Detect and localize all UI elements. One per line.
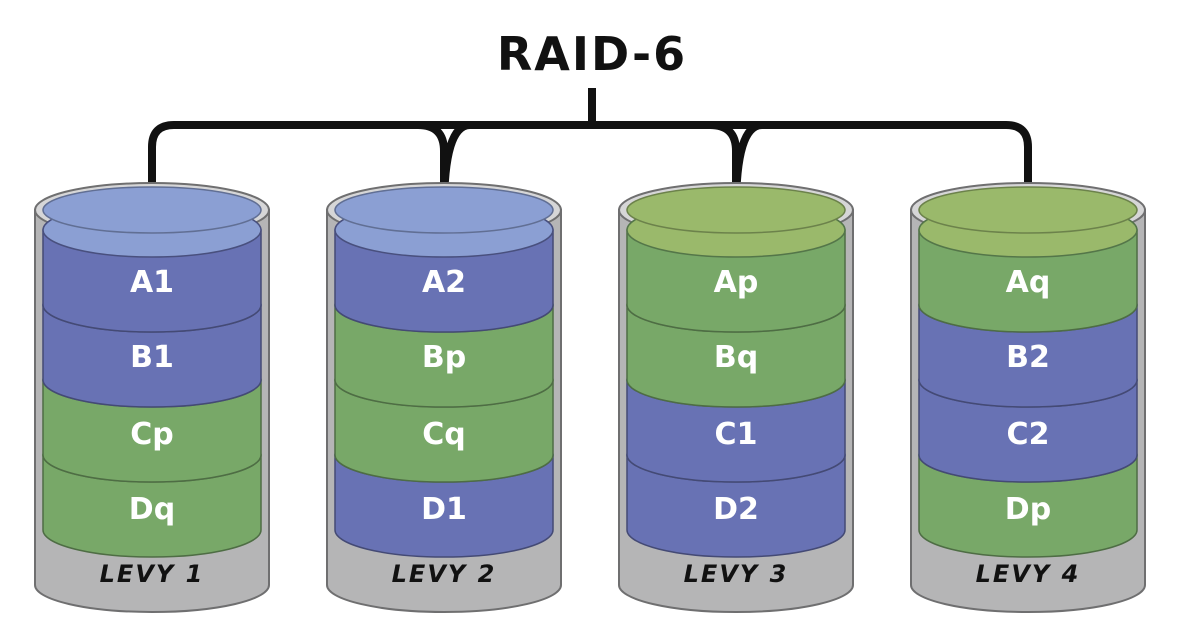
block-label: A1: [130, 265, 174, 300]
block-side: [334, 304, 554, 408]
disk-label: LEVY 3: [684, 560, 789, 588]
block-side: [334, 379, 554, 483]
block-label: D2: [713, 492, 759, 527]
disk-top-face: [42, 186, 262, 234]
block-side: [626, 379, 846, 483]
block-label: Cq: [422, 417, 466, 452]
block-label: Dq: [129, 492, 175, 527]
diagram-title: RAID-6: [497, 27, 687, 81]
block-label: D1: [421, 492, 467, 527]
block-side: [918, 304, 1138, 408]
disk-label: LEVY 2: [392, 560, 497, 588]
block-label: C1: [715, 417, 758, 452]
block-side: [42, 229, 262, 333]
block-side: [626, 454, 846, 558]
block-label: Ap: [714, 265, 759, 300]
disk-top-face: [334, 186, 554, 234]
block-label: Cp: [130, 417, 174, 452]
block-label: Aq: [1006, 265, 1051, 300]
block-label: B1: [130, 340, 174, 375]
block-label: Bq: [714, 340, 758, 375]
block-side: [42, 304, 262, 408]
block-side: [334, 229, 554, 333]
block-side: [918, 229, 1138, 333]
block-label: Bp: [422, 340, 466, 375]
block-side: [42, 454, 262, 558]
block-label: C2: [1007, 417, 1050, 452]
block-side: [626, 229, 846, 333]
block-side: [918, 379, 1138, 483]
block-side: [626, 304, 846, 408]
raid-bracket: [148, 88, 1032, 214]
block-side: [918, 454, 1138, 558]
disk-top-face: [918, 186, 1138, 234]
block-side: [42, 379, 262, 483]
disk-label: LEVY 4: [976, 560, 1081, 588]
disk-label: LEVY 1: [100, 560, 205, 588]
block-side: [334, 454, 554, 558]
block-label: Dp: [1005, 492, 1051, 527]
block-label: A2: [422, 265, 466, 300]
disk-top-face: [626, 186, 846, 234]
block-label: B2: [1006, 340, 1050, 375]
